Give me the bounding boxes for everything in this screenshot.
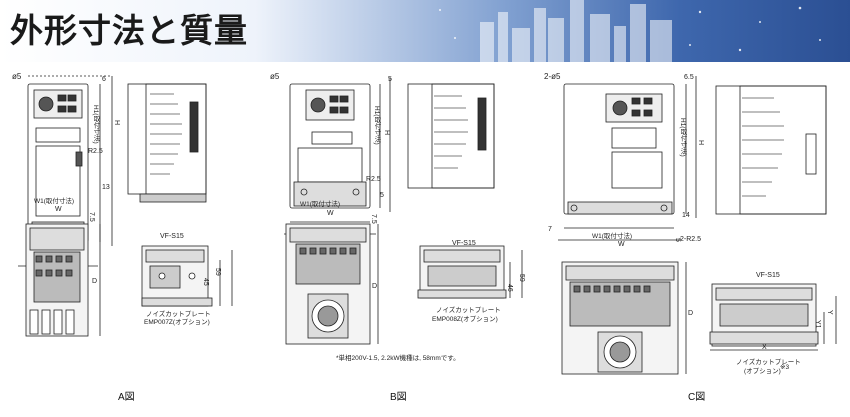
fig-c-option-x: X — [762, 344, 767, 351]
fig-c-mount-width-dim: W1(取付寸法) — [592, 233, 633, 240]
city-skyline-illustration — [439, 0, 821, 62]
fig-a-height-dim: H — [113, 120, 120, 126]
fig-b-option-dim2: 59 — [518, 274, 525, 282]
fig-a-mount-width-dim: W1(取付寸法) — [34, 198, 75, 205]
fig-c-depth-dim: D — [688, 310, 694, 317]
fig-a-top-dim: 6 — [102, 76, 106, 83]
fig-b-radius-dim: R2.5 — [366, 176, 381, 183]
fig-c-width-dim: W — [618, 241, 625, 248]
fig-c-bottom-dim: 5 — [674, 238, 681, 242]
fig-a-bottom-dim: 7.5 — [88, 212, 95, 222]
fig-b-footnote: *単相200V-1.5, 2.2kW機種は, 58mmです。 — [336, 355, 460, 362]
fig-a-option-part: EMP007Z(オプション) — [144, 319, 210, 326]
fig-b-mount-width-dim: W1(取付寸法) — [300, 201, 341, 208]
fig-c-radius-dim: 2-R2.5 — [680, 236, 702, 243]
fig-a-option-dim2: 59 — [214, 268, 221, 276]
fig-b-depth-dim: D — [372, 283, 378, 290]
fig-b-bottom-dim: 7.5 — [370, 214, 377, 224]
fig-c-mount-height-dim: H1(取付寸法) — [679, 118, 686, 157]
figure-b-drawing — [284, 78, 523, 345]
fig-b-caption: B図 — [390, 392, 407, 403]
fig-b-right-dim: 5 — [380, 192, 384, 199]
fig-c-option-plate: ノイズカットプレート — [736, 359, 801, 366]
fig-a-hole-label: ø5 — [12, 72, 22, 81]
fig-b-hole-label: ø5 — [270, 72, 280, 81]
fig-a-width-dim: W — [55, 206, 62, 213]
fig-c-right-dim: 14 — [682, 212, 690, 219]
fig-b-option-dim1: 46 — [506, 284, 513, 292]
fig-c-option-y1: Y1 — [814, 320, 821, 329]
fig-a-right-dim: 13 — [102, 184, 110, 191]
figure-c-drawing — [558, 76, 837, 375]
fig-c-caption: C図 — [688, 392, 706, 403]
fig-b-height-dim: H — [383, 130, 390, 136]
fig-b-top-dim: 5 — [388, 76, 392, 83]
fig-a-mount-height-dim: H1(取付寸法) — [92, 105, 99, 144]
fig-a-option-model: VF-S15 — [160, 233, 184, 240]
fig-c-option-part: (オプション) — [744, 368, 781, 375]
fig-c-option-model: VF-S15 — [756, 272, 780, 279]
fig-b-mount-height-dim: H1(取付寸法) — [373, 106, 380, 145]
fig-c-option-y: Y — [826, 310, 833, 315]
fig-a-depth-dim: D — [92, 278, 98, 285]
fig-b-option-part: EMP008Z(オプション) — [432, 316, 498, 323]
fig-b-width-dim: W — [327, 210, 334, 217]
fig-a-option-dim1: 45 — [202, 278, 209, 286]
fig-c-height-dim: H — [697, 140, 704, 146]
figure-a-bottom-drawing — [25, 223, 233, 337]
fig-c-side-dim: 7 — [548, 226, 552, 233]
fig-b-option-plate: ノイズカットプレート — [436, 307, 501, 314]
header-banner: 外形寸法と質量 — [0, 0, 850, 62]
fig-b-option-model: VF-S15 — [452, 240, 476, 247]
page-title: 外形寸法と質量 — [10, 11, 248, 50]
fig-c-top-dim: 6.5 — [684, 74, 694, 81]
fig-a-radius-dim: R2.5 — [88, 148, 103, 155]
fig-a-option-plate: ノイズカットプレート — [146, 311, 211, 318]
fig-c-hole-label: 2-ø5 — [544, 72, 561, 81]
fig-c-option-note: ※3 — [780, 364, 790, 371]
fig-a-caption: A図 — [118, 392, 135, 403]
